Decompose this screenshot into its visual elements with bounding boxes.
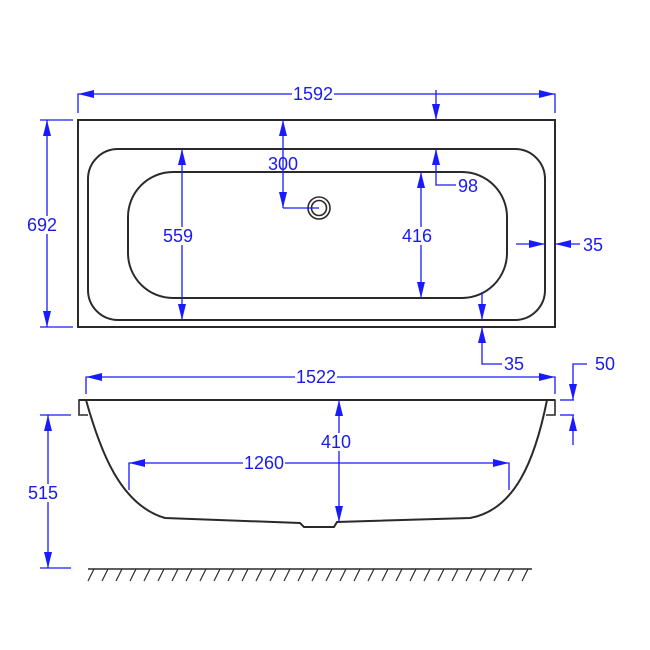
label-basin-width: 416 [401,226,434,246]
plan-view [77,119,556,328]
label-internal-depth: 410 [320,432,353,452]
label-side-rim: 35 [504,354,525,374]
dim-internal-depth [335,400,343,522]
dim-base-length [128,459,510,490]
label-overall-height: 515 [27,483,60,503]
dim-rim-offset [432,90,456,186]
label-waste-position: 300 [268,154,299,174]
plan-outer-rim [77,119,556,328]
label-lip-height: 50 [595,354,616,374]
side-view [78,399,556,528]
dim-end-rim [516,240,580,248]
label-rim-offset: 98 [458,176,479,196]
plan-basin [127,171,508,299]
label-top-length: 1522 [295,367,338,387]
label-overall-length: 1592 [292,84,335,104]
label-overall-width: 692 [26,215,59,235]
plan-inner-rim [87,148,546,321]
label-end-rim: 35 [583,235,604,255]
dim-side-rim [478,292,502,365]
dim-lip-height [560,363,587,445]
dim-waste-position [279,120,319,209]
floor-hatch [87,568,532,582]
label-inner-rim-width: 559 [162,226,195,246]
label-base-length: 1260 [243,453,286,473]
